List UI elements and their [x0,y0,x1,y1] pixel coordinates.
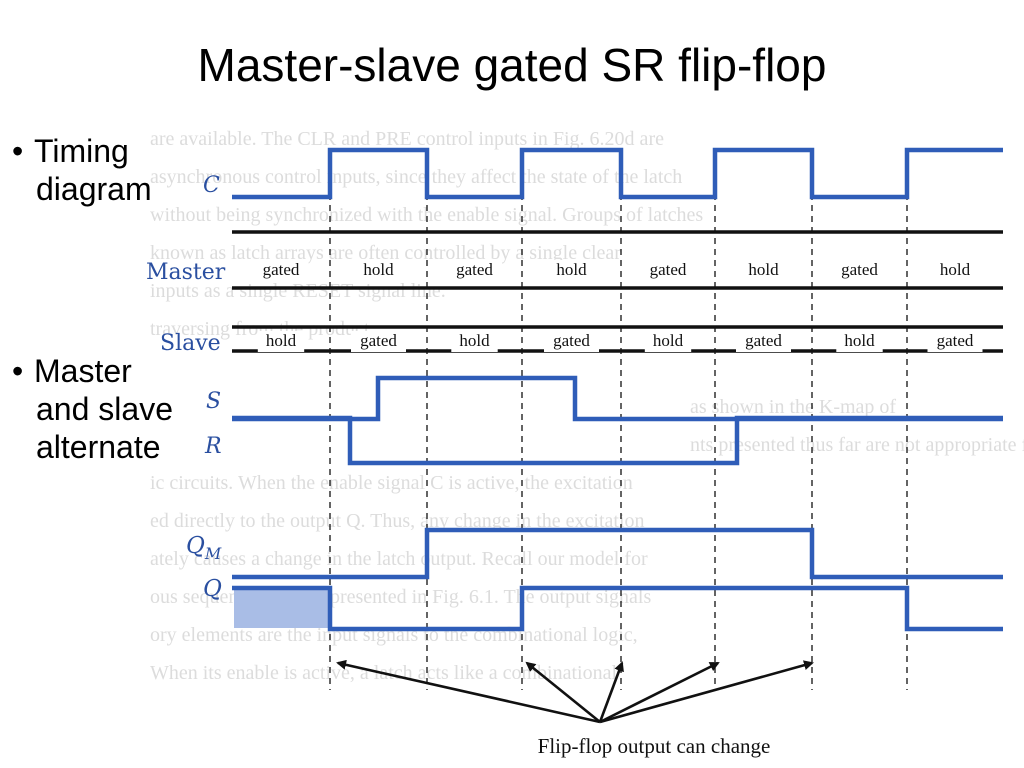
signal-label-slave: Slave [160,331,221,356]
master-phase-label: hold [363,260,394,279]
master-phase-label: gated [263,260,300,279]
slide-title: Master-slave gated SR flip-flop [197,39,827,91]
bullet-master-slave: • Master and slave alternate [12,352,173,466]
bullet-dot: • [12,133,24,169]
background-text-line: known as latch arrays are often controll… [150,242,621,264]
background-text-layer: are available. The CLR and PRE control i… [150,128,1024,684]
master-phase-label-bg [740,260,787,281]
background-text-line: ately causes a change in the latch outpu… [150,548,648,570]
slave-phase-label: hold [844,331,875,350]
slave-phase-label-bg [544,331,599,352]
master-phase-label: hold [940,260,971,279]
master-phase-label: gated [650,260,687,279]
background-text-line: ic circuits. When the enable signal C is… [150,472,633,494]
slave-phase-label-bg [736,331,791,352]
bullet-dot: • [12,353,24,389]
background-text-line: traversing from the product [150,318,370,340]
master-phase-label-bg [832,260,887,281]
change-arrow [599,660,814,724]
slave-phase-label: gated [745,331,782,350]
diagram-caption: Flip-flop output can change [538,734,771,758]
q-waveform [232,585,1003,632]
slave-phase-label-bg [451,331,498,352]
master-phase-label: hold [556,260,587,279]
change-arrows [336,659,814,724]
slave-phase-label-bg [644,331,692,352]
background-text-line: inputs as a single RESET signal line. [150,280,446,302]
slave-phase-label: hold [653,331,684,350]
master-phase-label-bg [548,260,595,281]
signal-label-qm: QM [186,533,222,563]
change-arrow [525,661,601,724]
master-phase-label-bg [640,260,696,281]
slave-phase-label-bg [351,331,406,352]
q-unknown-region [234,588,330,628]
master-phase-label: hold [748,260,779,279]
signal-label-c: C [203,173,220,198]
change-arrow [336,659,601,724]
master-phase-label: gated [841,260,878,279]
waveforms [232,147,1003,632]
background-text-line: are available. The CLR and PRE control i… [150,128,664,150]
clock-waveform [232,147,1003,200]
slave-phase-label-bg [836,331,883,352]
slave-phase-label: gated [360,331,397,350]
slave-phase-label-bg [257,331,305,352]
signal-label-r: R [204,434,222,459]
bullet-timing-diagram: • Timing diagram [12,132,152,208]
bullet-line: diagram [36,171,152,207]
slave-phase-label: hold [459,331,490,350]
bullet-line: alternate [36,429,161,465]
bullet-line: Master [34,353,132,389]
change-arrow [598,661,624,723]
reset-waveform [232,415,1003,466]
signal-label-qm-sub: M [204,544,222,563]
background-text-line: without being synchronized with the enab… [150,204,703,226]
master-phase-label-bg [931,260,979,281]
background-text-line: as shown in the K-map of [690,396,896,418]
bullet-line: Timing [34,133,129,169]
phase-labels: gated hold gated hold gated hold gated hold hold… [253,260,983,352]
slave-phase-label: gated [937,331,974,350]
slave-phase-label: hold [266,331,297,350]
bullet-line: and slave [36,391,173,427]
signal-label-s: S [206,389,221,414]
master-phase-label: gated [456,260,493,279]
signal-label-qm-base: Q [186,533,205,559]
signal-label-master: Master [146,260,226,285]
master-phase-label-bg [355,260,402,281]
slave-phase-label: gated [553,331,590,350]
master-q-waveform [232,527,1003,580]
master-phase-label-bg [447,260,502,281]
slave-phase-label-bg [927,331,983,352]
change-arrow [599,661,720,724]
set-waveform [232,375,1003,422]
background-text-line: nts presented thus far are not appropria… [690,434,1024,456]
background-text-line: ed directly to the output Q. Thus, any c… [150,510,645,532]
signal-label-q: Q [203,576,222,602]
master-phase-label-bg [253,260,309,281]
background-text-line: asynchronous control inputs, since they … [150,166,682,188]
